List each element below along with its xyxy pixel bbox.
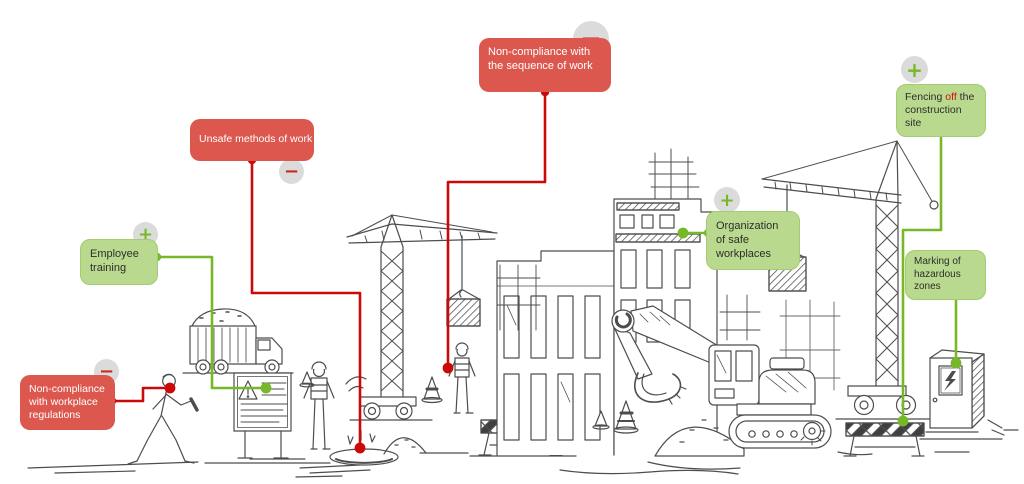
callout-text-highlight: off <box>945 91 957 103</box>
plus-icon: + <box>714 187 740 213</box>
plus-icon: + <box>901 56 928 83</box>
callout-text: Non-compliance with workplace regulation… <box>29 383 105 422</box>
callout-non-compliance-workplace: Non-compliance with workplace regulation… <box>20 375 115 431</box>
connector-employee-training <box>154 255 267 390</box>
callout-unsafe-methods: Unsafe methods of work <box>190 119 314 161</box>
connector-unsafe-methods <box>250 158 362 449</box>
callout-text: Employee training <box>90 248 139 274</box>
traffic-cones <box>592 400 639 434</box>
striped-barrier-right <box>843 422 970 457</box>
connectors-negative <box>107 87 550 454</box>
callout-non-compliance-sequence: Non-compliance with the sequence of work <box>479 38 611 92</box>
traffic-cone-small <box>299 371 315 388</box>
callout-safe-workplaces: Organization of safe workplaces <box>706 211 800 271</box>
callout-hazardous-zones: Marking of hazardous zones <box>905 250 986 300</box>
tower-crane-left <box>346 214 498 420</box>
traffic-cone <box>421 376 443 404</box>
electrical-cabinet <box>925 349 1005 436</box>
information-stand <box>233 372 292 459</box>
gravel-pile <box>383 437 427 455</box>
callout-text: Fencing <box>905 91 946 103</box>
motion-mark <box>345 376 367 392</box>
plus-glyph: + <box>906 57 923 82</box>
callout-text: Organization of safe workplaces <box>716 220 779 260</box>
minus-icon: − <box>279 159 304 184</box>
worker-under-load <box>448 342 476 414</box>
connector-fencing <box>901 120 943 422</box>
tower-crane-right <box>761 140 939 416</box>
callout-fencing: Fencing off the construction site <box>896 84 986 138</box>
dump-truck <box>189 308 283 375</box>
minus-glyph: − <box>283 161 300 182</box>
walking-worker <box>127 373 199 465</box>
connectors-positive <box>152 118 962 427</box>
plus-glyph: + <box>719 189 735 211</box>
connector-workplace-regulations <box>110 386 172 403</box>
callout-text: the construction site <box>905 91 975 130</box>
callout-text: Marking of hazardous zones <box>914 256 961 292</box>
callout-text: Non-compliance with the sequence of work <box>488 46 593 72</box>
worker-with-vest <box>303 361 335 450</box>
excavator <box>611 305 873 470</box>
callout-text: Unsafe methods of work <box>199 133 313 146</box>
callout-employee-training: Employee training <box>80 239 158 285</box>
connector-sequence <box>446 90 547 369</box>
